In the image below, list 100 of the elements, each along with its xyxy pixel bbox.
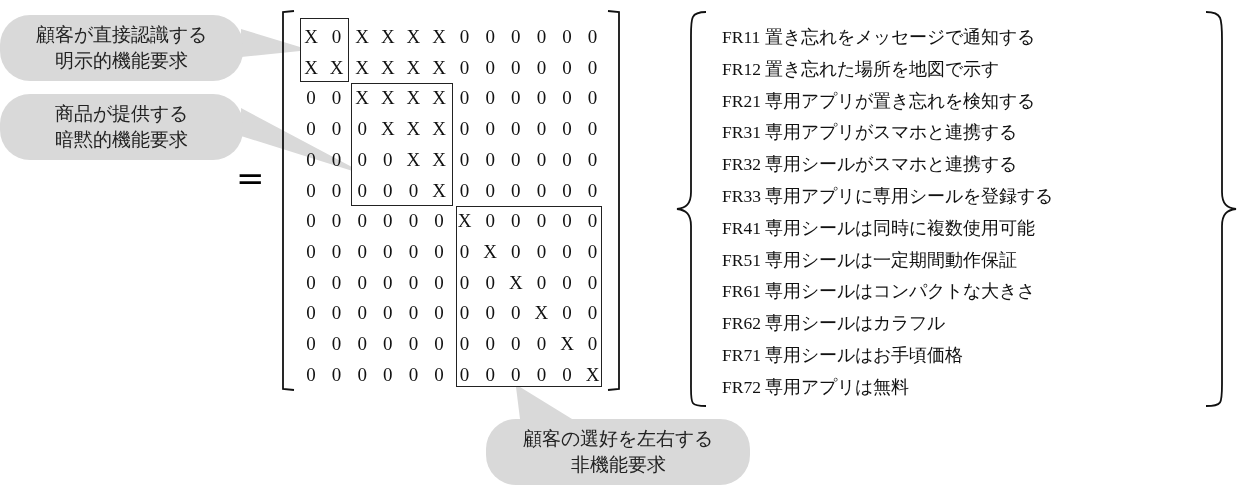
matrix-entry: 0 xyxy=(535,147,548,172)
matrix-entry: 0 xyxy=(330,147,343,172)
matrix-entry: 0 xyxy=(356,178,368,203)
matrix-entry: X xyxy=(405,117,422,142)
matrix-entry: 0 xyxy=(407,209,420,234)
matrix-entry: 0 xyxy=(330,332,343,356)
matrix-entry: X xyxy=(456,209,473,234)
matrix-entry: 0 xyxy=(458,147,471,172)
matrix-entry: 0 xyxy=(561,117,573,142)
callout-tail xyxy=(516,387,572,419)
matrix-entry: 0 xyxy=(458,270,471,295)
matrix-entry: 0 xyxy=(330,25,343,49)
matrix-entry: 0 xyxy=(305,178,317,203)
submatrix-frame xyxy=(456,206,602,387)
submatrix-frame xyxy=(300,18,349,82)
requirement-text: FR71 専用シールはお手頃価格 xyxy=(722,344,964,367)
matrix-entry: 0 xyxy=(458,86,471,111)
matrix-entry: X xyxy=(354,55,371,80)
matrix-entry: 0 xyxy=(330,178,343,203)
matrix-entry: X xyxy=(431,178,447,203)
matrix-entry: 0 xyxy=(484,25,496,49)
matrix-entry: 0 xyxy=(510,209,522,234)
matrix-entry: 0 xyxy=(586,270,599,295)
matrix-entry: 0 xyxy=(305,117,317,142)
matrix-entry: 0 xyxy=(561,25,573,49)
requirement-text: FR62 専用シールはカラフル xyxy=(722,312,946,336)
requirement-text: FR21 専用アプリが置き忘れを検知する xyxy=(722,89,1036,113)
matrix-entry: X xyxy=(431,55,447,80)
callout-tail xyxy=(241,108,351,171)
matrix-entry: 0 xyxy=(484,270,496,295)
matrix-entry: X xyxy=(584,362,601,387)
matrix-entry: 0 xyxy=(535,178,548,203)
matrix-entry: 0 xyxy=(586,147,599,172)
matrix-entry: 0 xyxy=(484,147,496,172)
matrix-entry: 0 xyxy=(330,86,343,111)
matrix-entry: 0 xyxy=(407,178,420,203)
matrix-entry: 0 xyxy=(407,301,420,326)
matrix-entry: 0 xyxy=(305,209,317,234)
matrix-entry: 0 xyxy=(510,55,522,80)
matrix-entry: 0 xyxy=(586,86,599,111)
matrix-entry: 0 xyxy=(586,239,599,264)
matrix-entry: X xyxy=(379,55,396,80)
matrix-entry: 0 xyxy=(484,178,496,203)
callout-bubble: 顧客が直接認識する明示的機能要求 xyxy=(0,15,243,81)
matrix-entry: 0 xyxy=(561,239,573,264)
matrix-entry: 0 xyxy=(510,239,522,264)
matrix-entry: 0 xyxy=(484,117,496,142)
matrix-entry: X xyxy=(533,301,550,326)
matrix-entry: 0 xyxy=(586,178,599,203)
matrix-entry: 0 xyxy=(586,55,599,80)
matrix-entry: 0 xyxy=(305,270,317,295)
matrix-entry: 0 xyxy=(484,362,496,387)
requirement-text: FR11 置き忘れをメッセージで通知する xyxy=(722,26,1035,49)
matrix-entry: 0 xyxy=(586,332,599,356)
equals-sign: = xyxy=(236,160,265,196)
matrix-entry: 0 xyxy=(458,332,471,356)
requirement-text: FR41 専用シールは同時に複数使用可能 xyxy=(722,216,1036,240)
matrix-entry: X xyxy=(405,25,422,49)
matrix-entry: X xyxy=(559,332,575,356)
matrix-entry: 0 xyxy=(407,332,420,356)
matrix-entry: 0 xyxy=(561,362,573,387)
matrix-entry: 0 xyxy=(305,147,317,172)
matrix-entry: 0 xyxy=(510,301,522,326)
matrix-entry: 0 xyxy=(356,362,368,387)
matrix-entry: 0 xyxy=(561,147,573,172)
matrix-entry: 0 xyxy=(330,362,343,387)
matrix-entry: X xyxy=(431,86,447,111)
matrix-entry: 0 xyxy=(535,25,548,49)
matrix-entry: 0 xyxy=(484,332,496,356)
matrix-entry: 0 xyxy=(356,209,368,234)
matrix-entry: 0 xyxy=(458,55,471,80)
matrix-entry: 0 xyxy=(305,332,317,356)
matrix-entry: X xyxy=(354,86,371,111)
matrix-entry: 0 xyxy=(356,239,368,264)
matrix-entry: 0 xyxy=(586,209,599,234)
requirement-text: FR32 専用シールがスマホと連携する xyxy=(722,153,1018,177)
matrix-entry: X xyxy=(482,239,499,264)
matrix-entry: X xyxy=(328,55,345,80)
matrix-entry: 0 xyxy=(535,332,548,356)
matrix-entry: 0 xyxy=(330,270,343,295)
matrix-entry: 0 xyxy=(510,117,522,142)
matrix-entry: 0 xyxy=(510,86,522,111)
matrix-entry: 0 xyxy=(382,301,394,326)
matrix-entry: 0 xyxy=(433,239,445,264)
matrix-entry: X xyxy=(405,147,422,172)
matrix-entry: 0 xyxy=(330,239,343,264)
matrix-entry: X xyxy=(507,270,524,295)
matrix-entry: X xyxy=(431,117,447,142)
matrix-entry: 0 xyxy=(356,270,368,295)
matrix-entry: 0 xyxy=(433,270,445,295)
matrix-entry: 0 xyxy=(561,270,573,295)
matrix-entry: 0 xyxy=(561,301,573,326)
matrix-entry: 0 xyxy=(561,178,573,203)
callout-tail xyxy=(241,29,300,57)
matrix-entry: X xyxy=(354,25,371,49)
matrix-entry: 0 xyxy=(330,301,343,326)
matrix-entry: 0 xyxy=(356,301,368,326)
matrix-entry: 0 xyxy=(458,25,471,49)
matrix-entry: 0 xyxy=(561,55,573,80)
matrix-entry: 0 xyxy=(330,117,343,142)
